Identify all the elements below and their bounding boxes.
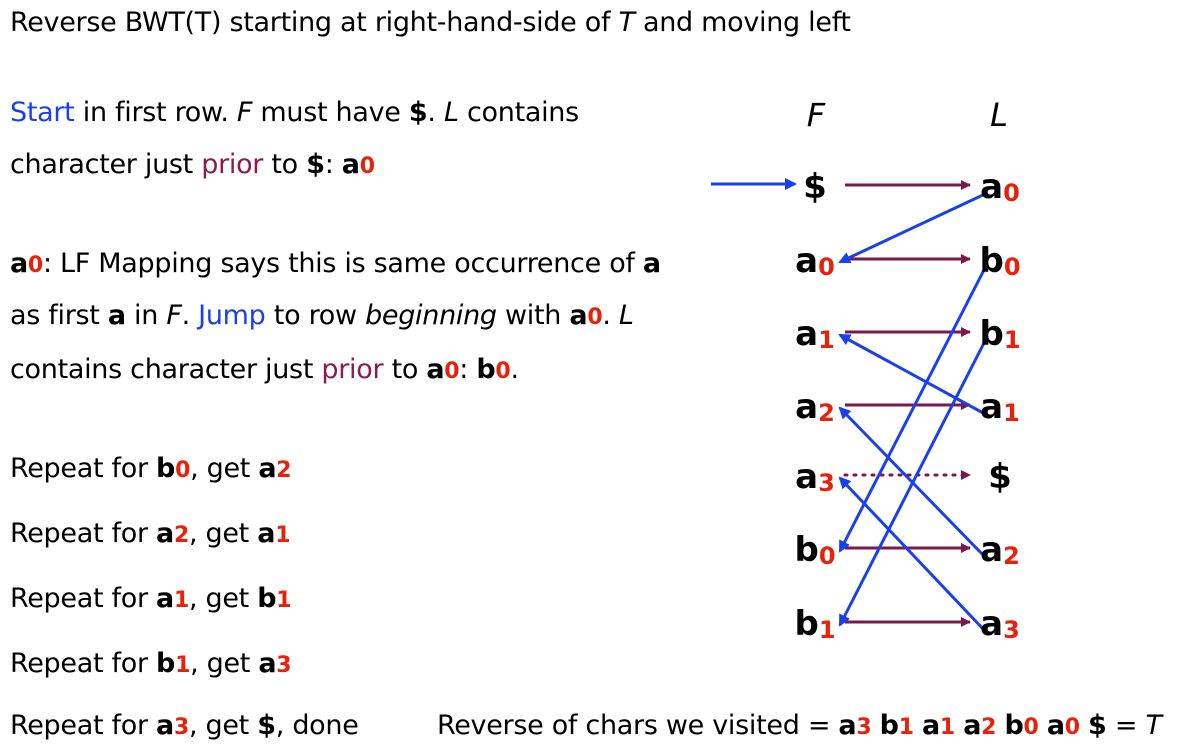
repeat-line: Repeat for b0, get a2	[10, 453, 292, 484]
l-column-cell: a0	[980, 167, 1020, 207]
slide-title: Reverse BWT(T) starting at right-hand-si…	[10, 7, 851, 38]
step2-line1: a0: LF Mapping says this is same occurre…	[10, 248, 661, 279]
l-column-cell: b0	[979, 241, 1020, 281]
char: a	[980, 604, 1003, 644]
step2-line2: as first a in F. Jump to row beginning w…	[10, 300, 634, 331]
l-column-header: L	[990, 96, 1008, 134]
lf-mapping-arrow	[838, 476, 987, 633]
char: a	[980, 167, 1003, 207]
subscript: 0	[818, 253, 835, 281]
f-column-cell: a1	[795, 314, 835, 354]
subscript: 0	[819, 542, 836, 570]
step1-line1: Start in first row. F must have $. L con…	[10, 97, 579, 128]
l-column-cell: b1	[979, 314, 1020, 354]
prior-keyword: prior	[321, 354, 384, 385]
step2-line3: contains character just prior to a0: b0.	[10, 354, 519, 385]
subscript: 3	[1003, 616, 1020, 644]
char: a	[795, 314, 818, 354]
f-column-cell: a0	[795, 241, 835, 281]
char: $	[988, 457, 1012, 497]
f-column-header: F	[807, 96, 826, 134]
subscript: 2	[1003, 542, 1020, 570]
subscript: 1	[1003, 399, 1020, 427]
char: b	[794, 530, 818, 570]
char: b	[794, 604, 818, 644]
subscript: 3	[818, 469, 835, 497]
subscript: 1	[818, 326, 835, 354]
f-column-cell: $	[803, 167, 827, 207]
char: a	[980, 387, 1003, 427]
l-column-cell: a2	[980, 530, 1020, 570]
f-column-cell: b1	[794, 604, 835, 644]
l-column-cell: a3	[980, 604, 1020, 644]
f-column-cell: a2	[795, 387, 835, 427]
conclusion: Reverse of chars we visited = a3 b1 a1 a…	[437, 710, 1162, 741]
subscript: 0	[1003, 179, 1020, 207]
lf-mapping-arrow	[838, 267, 987, 553]
f-column-cell: a3	[795, 457, 835, 497]
subscript: 1	[819, 616, 836, 644]
char: b	[979, 314, 1003, 354]
repeat-line: Repeat for b1, get a3	[10, 648, 292, 679]
lf-mapping-arrow	[838, 406, 987, 559]
f-column-cell: b0	[794, 530, 835, 570]
char: a	[795, 387, 818, 427]
lf-mapping-arrow	[838, 333, 986, 416]
repeat-line: Repeat for a3, get $, done	[10, 710, 359, 741]
subscript: 2	[818, 399, 835, 427]
l-column-cell: a1	[980, 387, 1020, 427]
char: a	[795, 457, 818, 497]
char: a	[795, 241, 818, 281]
step1-line2: character just prior to $: a0	[10, 149, 375, 180]
lf-mapping-arrow	[838, 192, 986, 264]
char: b	[979, 241, 1003, 281]
subscript: 0	[1004, 253, 1021, 281]
char: a	[980, 530, 1003, 570]
subscript: 1	[1004, 326, 1021, 354]
repeat-line: Repeat for a2, get a1	[10, 518, 291, 549]
start-keyword: Start	[10, 97, 75, 128]
prior-keyword: prior	[201, 149, 264, 180]
l-column-cell: $	[988, 457, 1012, 497]
char: $	[803, 167, 827, 207]
jump-keyword: Jump	[198, 300, 266, 331]
repeat-line: Repeat for a1, get b1	[10, 583, 292, 614]
